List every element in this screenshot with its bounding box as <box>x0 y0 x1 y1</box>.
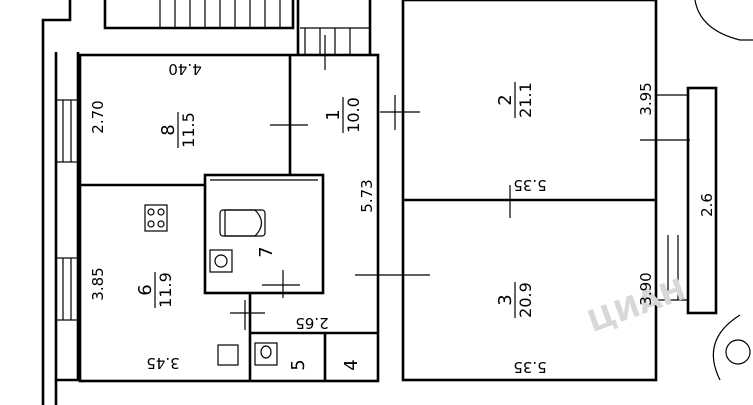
windows-left <box>55 99 79 321</box>
dim-room2-depth: 3.95 <box>637 82 655 115</box>
room-label-3: 3 20.9 <box>495 282 535 318</box>
walls <box>41 0 658 405</box>
room-area: 21.1 <box>516 82 535 118</box>
room-area: 11.5 <box>179 112 198 148</box>
room-label-8: 8 11.5 <box>158 112 198 148</box>
dim-room3-depth: 3.90 <box>637 272 655 305</box>
balcony <box>656 0 753 381</box>
room-number-7: 7 <box>256 246 277 257</box>
dim-room6-width: 3.45 <box>146 354 179 372</box>
room-number: 3 <box>495 294 516 305</box>
dim-room8-width: 4.40 <box>168 60 201 78</box>
stairs <box>159 0 370 55</box>
dim-bath-width: 2.65 <box>295 314 328 332</box>
washbasin-icon <box>217 344 239 366</box>
fixtures <box>144 204 278 366</box>
door-marks <box>230 35 690 330</box>
room-area: 11.9 <box>156 272 175 308</box>
toilet-icon <box>254 342 278 366</box>
dim-rooms-bottom-width: 5.35 <box>513 358 546 376</box>
room-number: 2 <box>495 94 516 105</box>
room-number-4: 4 <box>341 359 362 370</box>
dim-corridor-length: 5.73 <box>358 179 376 212</box>
room-label-6: 6 11.9 <box>135 272 175 308</box>
dim-balcony-length: 2.6 <box>698 193 716 217</box>
dim-room6-depth: 3.85 <box>89 267 107 300</box>
stove-icon <box>144 204 168 232</box>
sink-icon <box>209 249 233 273</box>
dim-rooms-divider-width: 5.35 <box>513 176 546 194</box>
interior-walls <box>80 55 378 380</box>
room-label-2: 2 21.1 <box>495 82 535 118</box>
dim-room8-depth: 2.70 <box>89 100 107 133</box>
room-area: 10.0 <box>344 97 363 133</box>
room-number-5: 5 <box>288 359 309 370</box>
room-label-1: 1 10.0 <box>323 97 363 133</box>
room-number: 8 <box>158 124 179 135</box>
room-area: 20.9 <box>516 282 535 318</box>
room-number: 1 <box>323 109 344 120</box>
room-number: 6 <box>135 284 156 295</box>
